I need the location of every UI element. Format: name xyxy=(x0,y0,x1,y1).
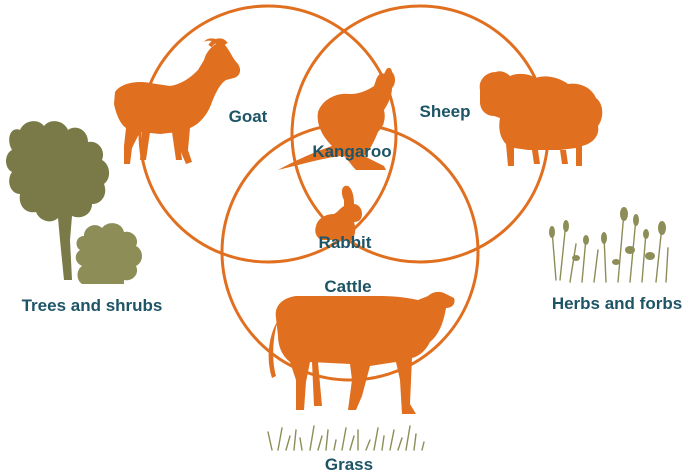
sheep-silhouette-icon xyxy=(480,71,603,166)
tree-shrub-icon xyxy=(6,121,142,284)
grass-tuft-icon xyxy=(268,426,424,450)
label-herbs-and-forbs: Herbs and forbs xyxy=(552,294,682,313)
label-grass: Grass xyxy=(325,455,373,473)
label-kangaroo: Kangaroo xyxy=(312,142,391,161)
herbs-icon xyxy=(549,207,668,282)
label-goat: Goat xyxy=(229,107,268,126)
rabbit-silhouette-icon xyxy=(315,186,362,240)
label-rabbit: Rabbit xyxy=(319,233,372,252)
goat-silhouette-icon xyxy=(114,38,240,164)
label-sheep: Sheep xyxy=(419,102,470,121)
label-trees-and-shrubs: Trees and shrubs xyxy=(22,296,163,315)
label-cattle: Cattle xyxy=(324,277,371,296)
